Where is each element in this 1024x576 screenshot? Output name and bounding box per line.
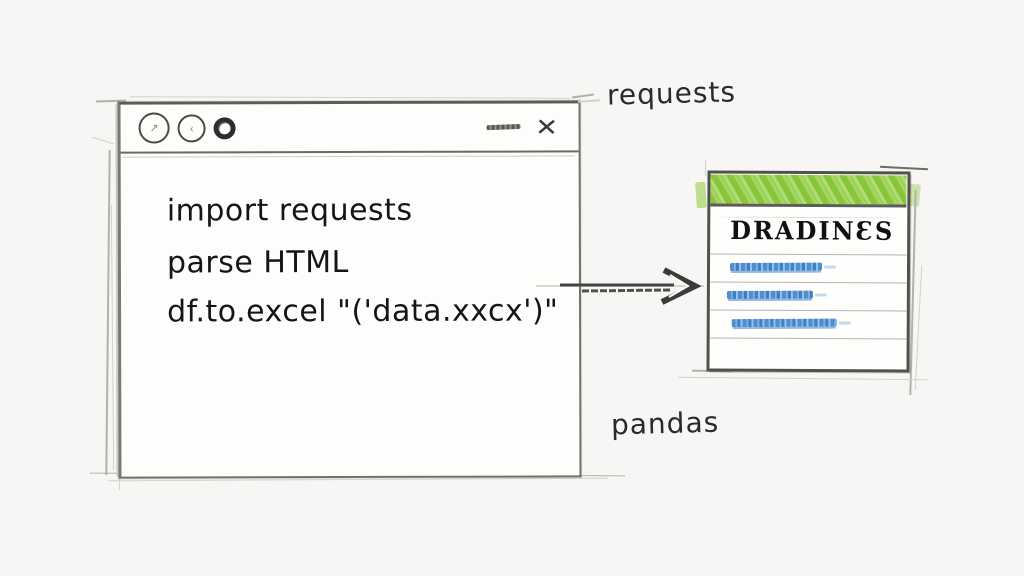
sheet-footer xyxy=(710,338,907,367)
data-scribble xyxy=(726,290,813,300)
table-row xyxy=(709,282,907,312)
sketch-line xyxy=(110,205,115,470)
sheet-title: DRADINƐS xyxy=(730,214,895,247)
code-line-to-excel: df.to.excel "('data.xxcx')" xyxy=(167,293,559,330)
label-requests: requests xyxy=(606,75,737,112)
green-smudge xyxy=(695,181,707,209)
close-icon[interactable]: ✕ xyxy=(534,112,559,142)
window-controls: ✕ xyxy=(486,112,578,142)
forward-button-icon[interactable]: ‹ xyxy=(176,112,207,143)
browser-titlebar: ↗ ‹ ✕ xyxy=(120,103,579,154)
data-scribble xyxy=(731,318,837,328)
browser-window: ↗ ‹ ✕ import requests parse HTML df.to.e… xyxy=(117,100,582,479)
browser-content: import requests parse HTML df.to.excel "… xyxy=(121,152,579,330)
sketch-line xyxy=(705,160,706,176)
sheet-header-band xyxy=(710,174,907,208)
browser-nav-buttons: ↗ ‹ xyxy=(121,111,236,145)
sketch-line xyxy=(92,136,114,145)
sketch-line xyxy=(909,190,917,395)
spreadsheet: DRADINƐS xyxy=(706,170,911,373)
reload-icon[interactable] xyxy=(213,116,236,139)
data-scribble xyxy=(730,262,823,272)
code-line-import: import requests xyxy=(166,192,413,229)
minimize-icon[interactable] xyxy=(486,123,521,131)
sketch-line xyxy=(129,96,571,99)
sheet-title-row: DRADINƐS xyxy=(710,206,908,256)
code-line-parse: parse HTML xyxy=(166,245,349,281)
sketch-line xyxy=(678,376,928,381)
sketch-line xyxy=(914,265,923,390)
sketch-line xyxy=(571,93,595,99)
back-button-icon[interactable]: ↗ xyxy=(137,111,171,145)
table-row xyxy=(709,310,907,340)
sketch-line xyxy=(879,165,929,171)
table-row xyxy=(709,254,908,284)
sketch-line xyxy=(105,149,111,476)
flow-arrow xyxy=(536,267,704,305)
sketch-line xyxy=(577,99,601,103)
label-pandas: pandas xyxy=(610,405,720,442)
